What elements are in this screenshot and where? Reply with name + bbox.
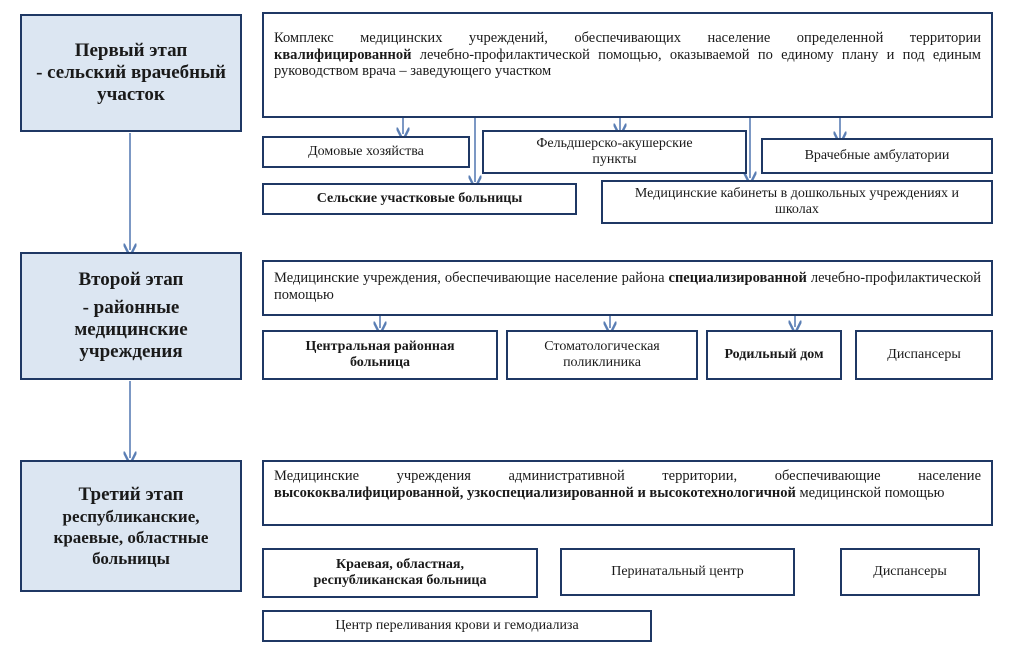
stage-2-subtitle: - районные медицинские учреждения bbox=[74, 297, 188, 362]
institution-maternity-home: Родильный дом bbox=[706, 330, 842, 380]
stage-3-title: Третий этап bbox=[78, 483, 184, 505]
stage-3-description-text: Медицинские учреждения административной … bbox=[274, 468, 981, 501]
institution-medical-cabinets: Медицинские кабинеты в дошкольных учрежд… bbox=[601, 180, 993, 224]
institution-blood-center: Центр переливания крови и гемодиализа bbox=[262, 610, 652, 642]
stage-1-description: Комплекс медицинских учреждений, обеспеч… bbox=[262, 12, 993, 118]
stage-2-box: Второй этап - районные медицинские учреж… bbox=[20, 252, 242, 380]
stage-1-title: Первый этап bbox=[74, 40, 188, 61]
institution-fap: Фельдшерско-акушерские пункты bbox=[482, 130, 747, 174]
stage-1-box: Первый этап - сельский врачебный участок bbox=[20, 14, 242, 132]
stage-1-subtitle: - сельский врачебный участок bbox=[36, 62, 226, 105]
stage-3-subtitle: республиканские, краевые, областные боль… bbox=[53, 506, 209, 568]
stage-1-description-text: Комплекс медицинских учреждений, обеспеч… bbox=[274, 30, 981, 79]
institution-rural-hospitals: Сельские участковые больницы bbox=[262, 183, 577, 215]
stage-3-description: Медицинские учреждения административной … bbox=[262, 460, 993, 526]
institution-central-district-hospital: Центральная районная больница bbox=[262, 330, 498, 380]
institution-dental-clinic: Стоматологическая поликлиника bbox=[506, 330, 698, 380]
institution-perinatal-center: Перинатальный центр bbox=[560, 548, 795, 596]
stage-2-title: Второй этап bbox=[78, 269, 184, 290]
institution-home-households: Домовые хозяйства bbox=[262, 136, 470, 168]
institution-ambulatories: Врачебные амбулатории bbox=[761, 138, 993, 174]
institution-dispensaries-2: Диспансеры bbox=[855, 330, 993, 380]
institution-dispensaries-3: Диспансеры bbox=[840, 548, 980, 596]
stage-2-description-text: Медицинские учреждения, обеспечивающие н… bbox=[274, 270, 981, 303]
institution-regional-hospital: Краевая, областная, республиканская боль… bbox=[262, 548, 538, 598]
stage-3-box: Третий этап республиканские, краевые, об… bbox=[20, 460, 242, 592]
stage-2-description: Медицинские учреждения, обеспечивающие н… bbox=[262, 260, 993, 316]
